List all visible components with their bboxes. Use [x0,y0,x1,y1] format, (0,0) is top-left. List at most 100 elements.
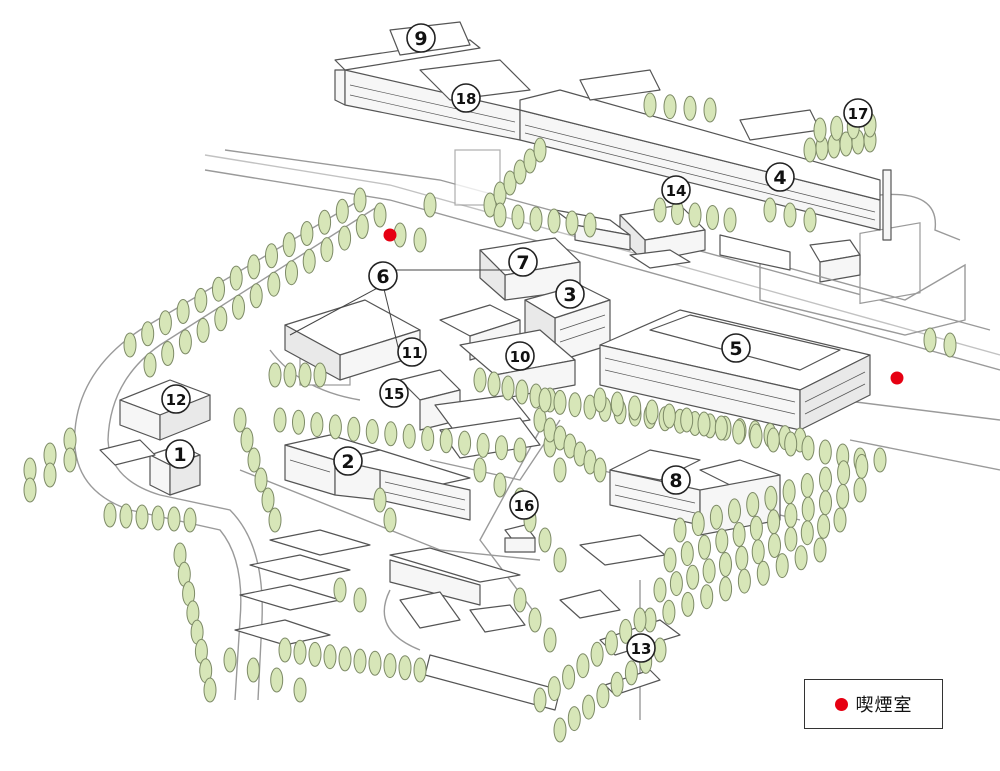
tree [680,407,694,433]
tree [818,439,832,465]
marker-label-11: 11 [402,344,423,362]
tree [292,409,305,435]
tree [610,391,624,417]
tree [669,571,683,597]
tree [328,414,342,440]
tree [320,237,334,263]
tree [293,677,307,703]
tree [347,416,361,442]
tree [715,528,729,554]
tree [270,667,284,693]
smoking-room-marker[interactable] [890,371,904,385]
tree [766,427,780,453]
marker-label-15: 15 [384,385,405,403]
marker-16[interactable]: 16 [509,490,539,520]
tree [194,287,208,313]
marker-4[interactable]: 4 [765,162,795,192]
tree [511,204,525,230]
tree [300,221,314,246]
tree [249,283,263,309]
marker-17[interactable]: 17 [843,98,873,128]
tree [373,487,387,513]
tree [178,329,192,355]
tree [593,387,607,413]
tree [686,564,700,590]
tree [355,214,369,239]
marker-14[interactable]: 14 [661,175,691,205]
tree [817,513,831,539]
tree [513,159,527,185]
tree [373,202,387,228]
tree [610,671,624,697]
tree [167,506,181,532]
tree [583,212,597,238]
marker-1[interactable]: 1 [165,439,195,469]
legend: 喫煙室 [804,679,943,729]
marker-12[interactable]: 12 [161,384,191,414]
tree [803,137,817,163]
marker-15[interactable]: 15 [379,378,409,408]
tree [43,462,57,488]
smoking-room-marker[interactable] [383,228,397,242]
tree [247,254,261,280]
tree [801,496,815,522]
tree [663,94,677,120]
tree [553,457,567,483]
marker-6[interactable]: 6 [368,261,398,291]
tree [800,473,814,498]
tree [473,367,487,393]
tree [706,205,719,230]
tree [590,641,604,667]
tree [775,553,789,579]
tree [680,541,694,567]
tree [593,457,607,483]
tree [135,504,149,530]
tree [700,584,714,610]
tree [749,423,763,449]
marker-11[interactable]: 11 [397,337,427,367]
marker-label-10: 10 [510,348,531,366]
tree [308,641,322,667]
tree [278,637,292,663]
tree [503,170,517,196]
tree [582,694,596,720]
marker-8[interactable]: 8 [661,465,691,495]
marker-10[interactable]: 10 [505,341,535,371]
marker-18[interactable]: 18 [451,83,481,113]
tree [683,95,697,121]
tree [183,507,197,533]
tree [801,435,815,461]
tree [513,437,527,463]
tree [383,653,397,679]
marker-label-17: 17 [848,105,869,123]
tree [837,460,851,486]
marker-label-5: 5 [729,338,742,360]
tree [176,299,190,324]
marker-label-1: 1 [173,444,186,466]
tree [268,507,282,533]
tree [254,467,268,493]
tree [784,526,798,552]
marker-2[interactable]: 2 [333,446,363,476]
marker-6-leaders [289,269,510,356]
tree [293,639,307,665]
tree [746,492,760,517]
tree [313,362,327,388]
tree [268,362,282,388]
marker-label-12: 12 [166,391,187,409]
marker-label-3: 3 [563,284,576,306]
marker-9[interactable]: 9 [406,23,436,53]
marker-13[interactable]: 13 [626,633,656,663]
tree [240,427,254,453]
tree [662,403,676,429]
tree [943,332,957,358]
tree [803,207,817,233]
tree [628,395,642,421]
tree [681,591,695,617]
marker-7[interactable]: 7 [508,247,538,277]
marker-3[interactable]: 3 [555,279,585,309]
marker-label-6: 6 [376,266,389,288]
tree [596,683,610,709]
tree [495,435,508,461]
marker-5[interactable]: 5 [721,333,751,363]
